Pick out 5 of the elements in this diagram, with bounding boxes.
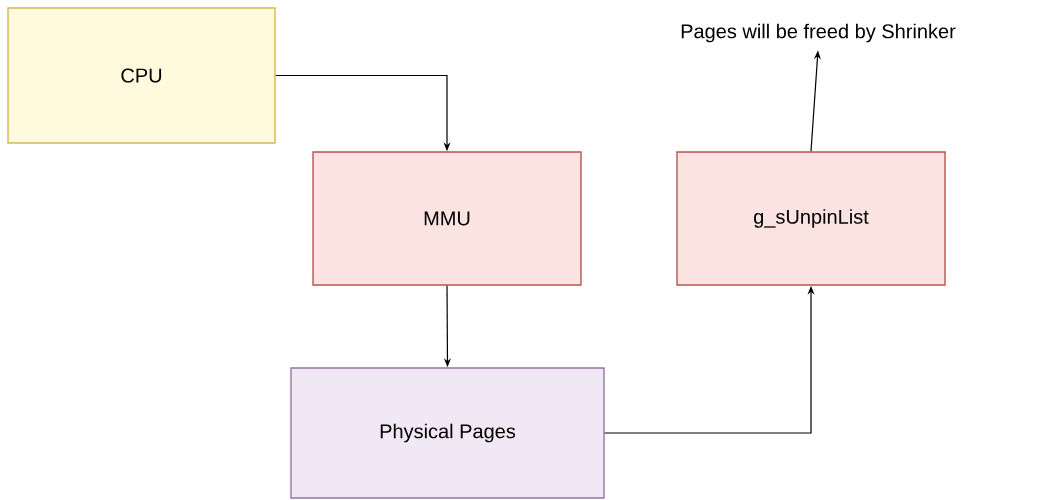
process-box: Physical Pages xyxy=(290,367,605,499)
process-box: g_sUnpinList xyxy=(676,151,946,286)
process-box: MMU xyxy=(312,151,582,286)
note-text: Pages will be freed by Shrinker xyxy=(681,23,956,43)
process-box: CPU xyxy=(7,7,276,144)
